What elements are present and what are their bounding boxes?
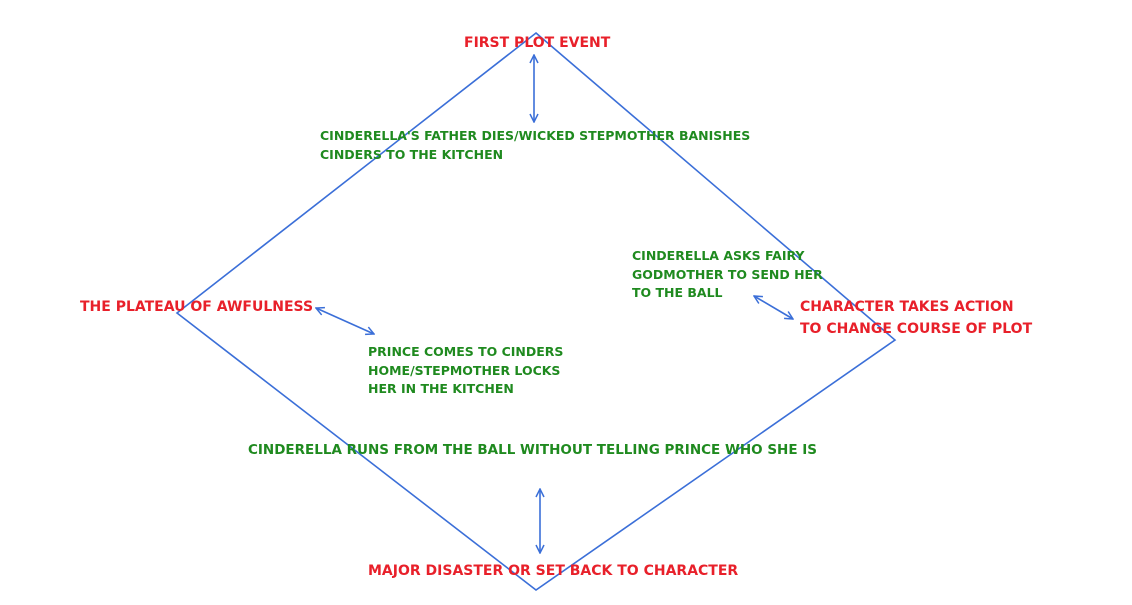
stage-first-plot-event: FIRST PLOT EVENT (464, 35, 611, 51)
left-double-arrow-icon (316, 308, 374, 334)
event-prince-comes-line1: PRINCE COMES TO CINDERS (368, 344, 564, 359)
stage-character-takes-action-line2: TO CHANGE COURSE OF PLOT (800, 321, 1033, 337)
right-double-arrow-icon (754, 296, 793, 319)
event-prince-comes-line2: HOME/STEPMOTHER LOCKS (368, 362, 561, 378)
stage-character-takes-action: CHARACTER TAKES ACTION TO CHANGE COURSE … (800, 300, 1032, 336)
event-prince-comes: PRINCE COMES TO CINDERS HOME/STEPMOTHER … (368, 344, 564, 396)
event-asks-fairy-godmother-line2: GODMOTHER TO SEND HER (632, 266, 823, 282)
diamond-outline (175, 31, 897, 591)
event-asks-fairy-godmother-line3: TO THE BALL (632, 285, 723, 300)
event-prince-comes-line3: HER IN THE KITCHEN (368, 381, 514, 396)
event-asks-fairy-godmother-line1: CINDERELLA ASKS FAIRY (632, 248, 805, 263)
event-father-dies-line1: CINDERELLA'S FATHER DIES/WICKED STEPMOTH… (320, 128, 751, 143)
stage-character-takes-action-line1: CHARACTER TAKES ACTION (800, 299, 1014, 315)
event-father-dies-line2: CINDERS TO THE KITCHEN (320, 146, 504, 162)
stage-plateau-of-awfulness: THE PLATEAU OF AWFULNESS (80, 299, 314, 315)
event-father-dies: CINDERELLA'S FATHER DIES/WICKED STEPMOTH… (320, 128, 751, 162)
event-asks-fairy-godmother: CINDERELLA ASKS FAIRY GODMOTHER TO SEND … (632, 248, 823, 300)
event-runs-from-ball: CINDERELLA RUNS FROM THE BALL WITHOUT TE… (248, 442, 818, 458)
stage-major-disaster: MAJOR DISASTER OR SET BACK TO CHARACTER (368, 563, 739, 579)
